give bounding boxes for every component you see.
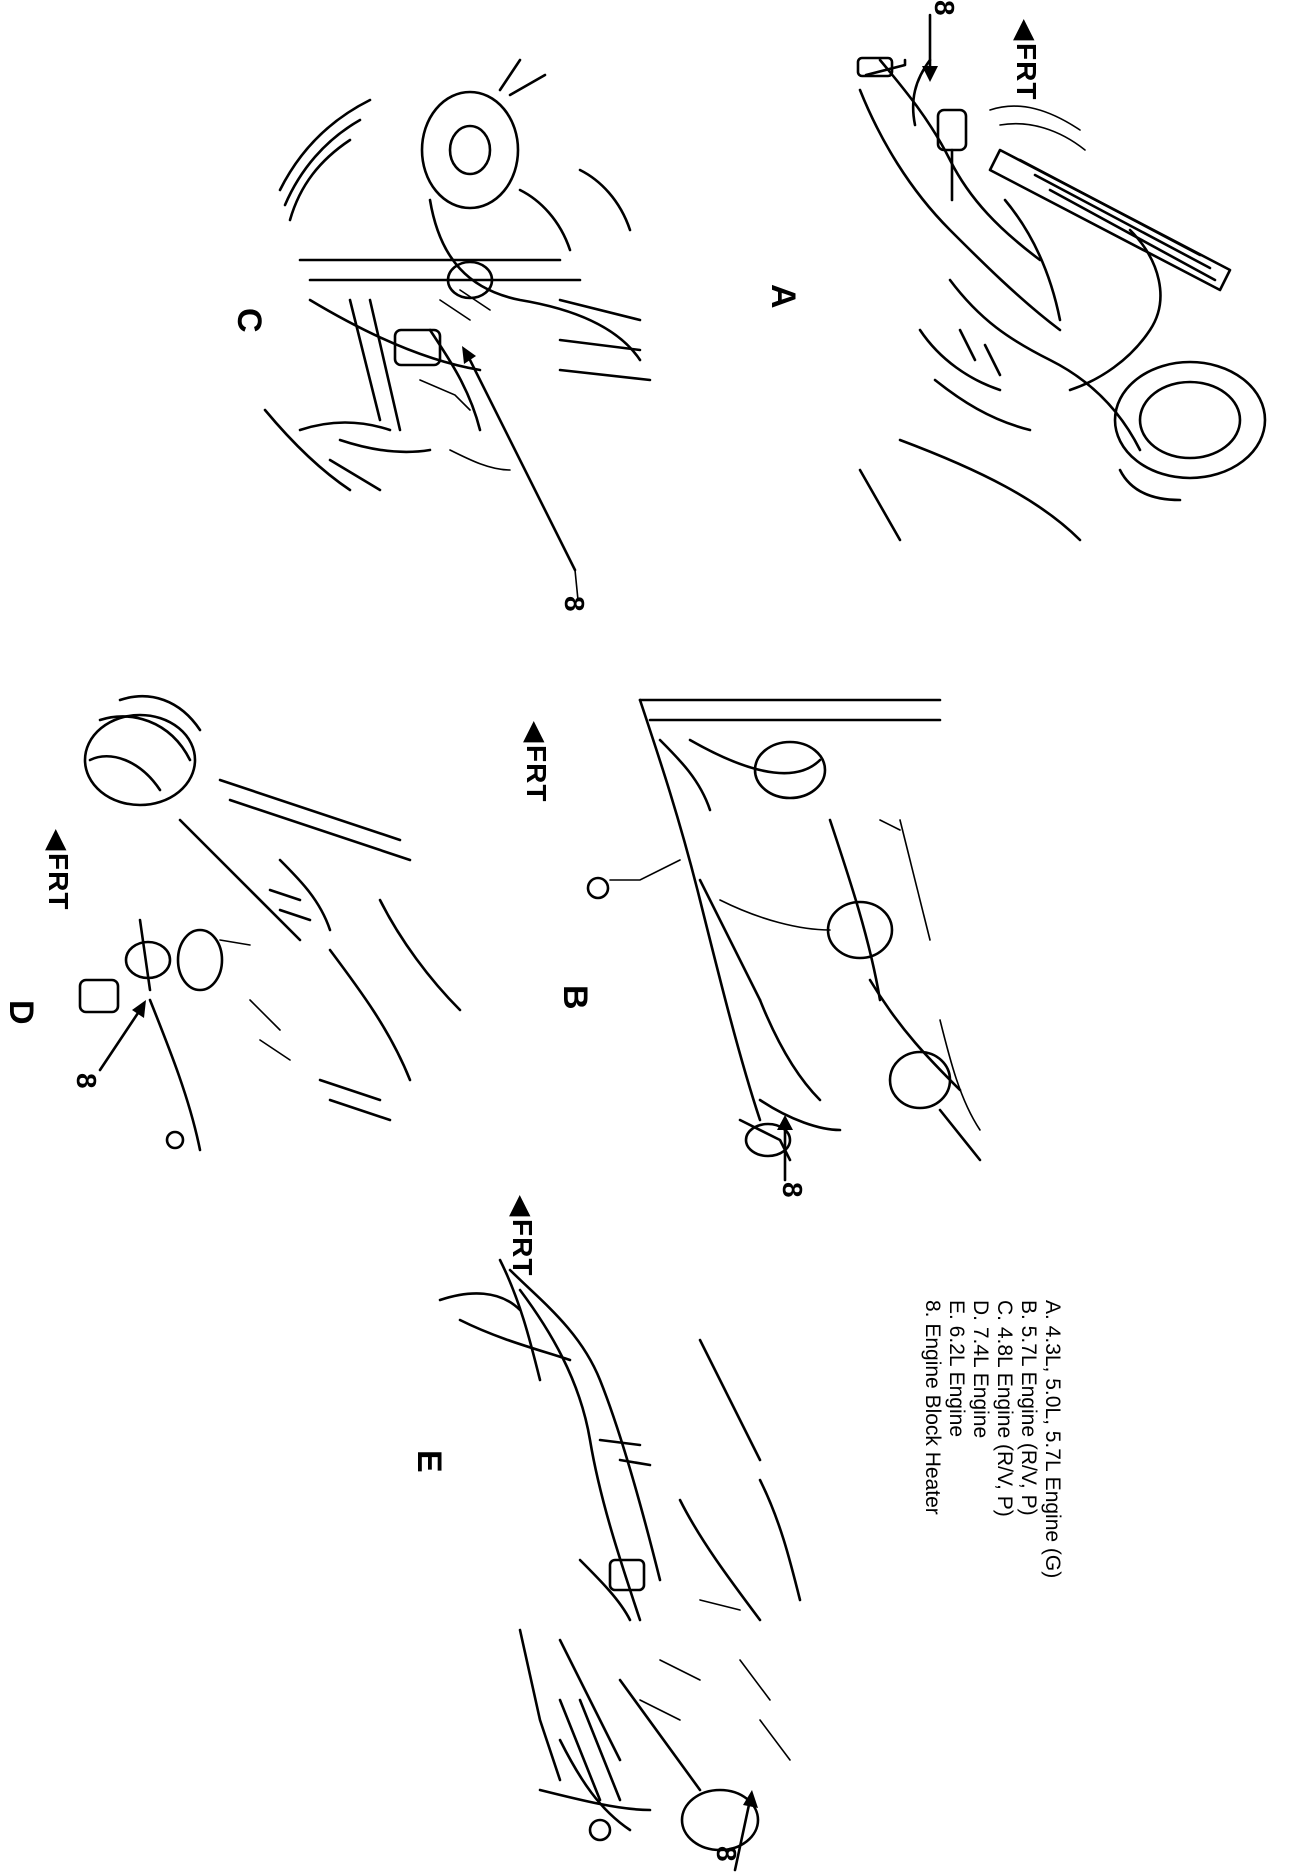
legend-item-d: D. 7.4L Engine <box>969 1300 992 1439</box>
illustration-a <box>856 13 1267 542</box>
illustration-b <box>586 698 982 1182</box>
legend-item-a: A. 4.3L, 5.0L, 5.7L Engine (G) <box>1041 1300 1064 1579</box>
panel-label-c: C <box>230 308 268 333</box>
legend-item-c: C. 4.8L Engine (R/V, P) <box>993 1300 1016 1517</box>
frt-indicator-a: ◀FRT <box>1011 20 1042 101</box>
panel-label-b: B <box>556 985 594 1010</box>
illustration-c <box>263 58 652 601</box>
callout-number-e: 8 <box>711 1846 742 1862</box>
callout-number-b: 8 <box>777 1182 808 1198</box>
callout-number-d: 8 <box>71 1073 102 1089</box>
panel-label-a: A <box>764 284 802 309</box>
panel-label-e: E <box>410 1450 448 1473</box>
callout-number-c: 8 <box>559 596 590 612</box>
legend: A. 4.3L, 5.0L, 5.7L Engine (G) B. 5.7L E… <box>920 1300 1064 1578</box>
callout-number-a: 8 <box>929 0 960 16</box>
illustration-d <box>78 695 462 1152</box>
legend-item-e: E. 6.2L Engine <box>945 1300 968 1437</box>
illustration-e <box>438 1258 802 1872</box>
frt-indicator-b: ◀FRT <box>521 722 552 803</box>
panel-label-d: D <box>2 1000 40 1025</box>
frt-indicator-e: ◀FRT <box>507 1196 538 1277</box>
legend-item-b: B. 5.7L Engine (R/V, P) <box>1017 1300 1040 1516</box>
frt-indicator-d: ◀FRT <box>43 830 74 911</box>
legend-item-8: 8. Engine Block Heater <box>921 1300 944 1515</box>
